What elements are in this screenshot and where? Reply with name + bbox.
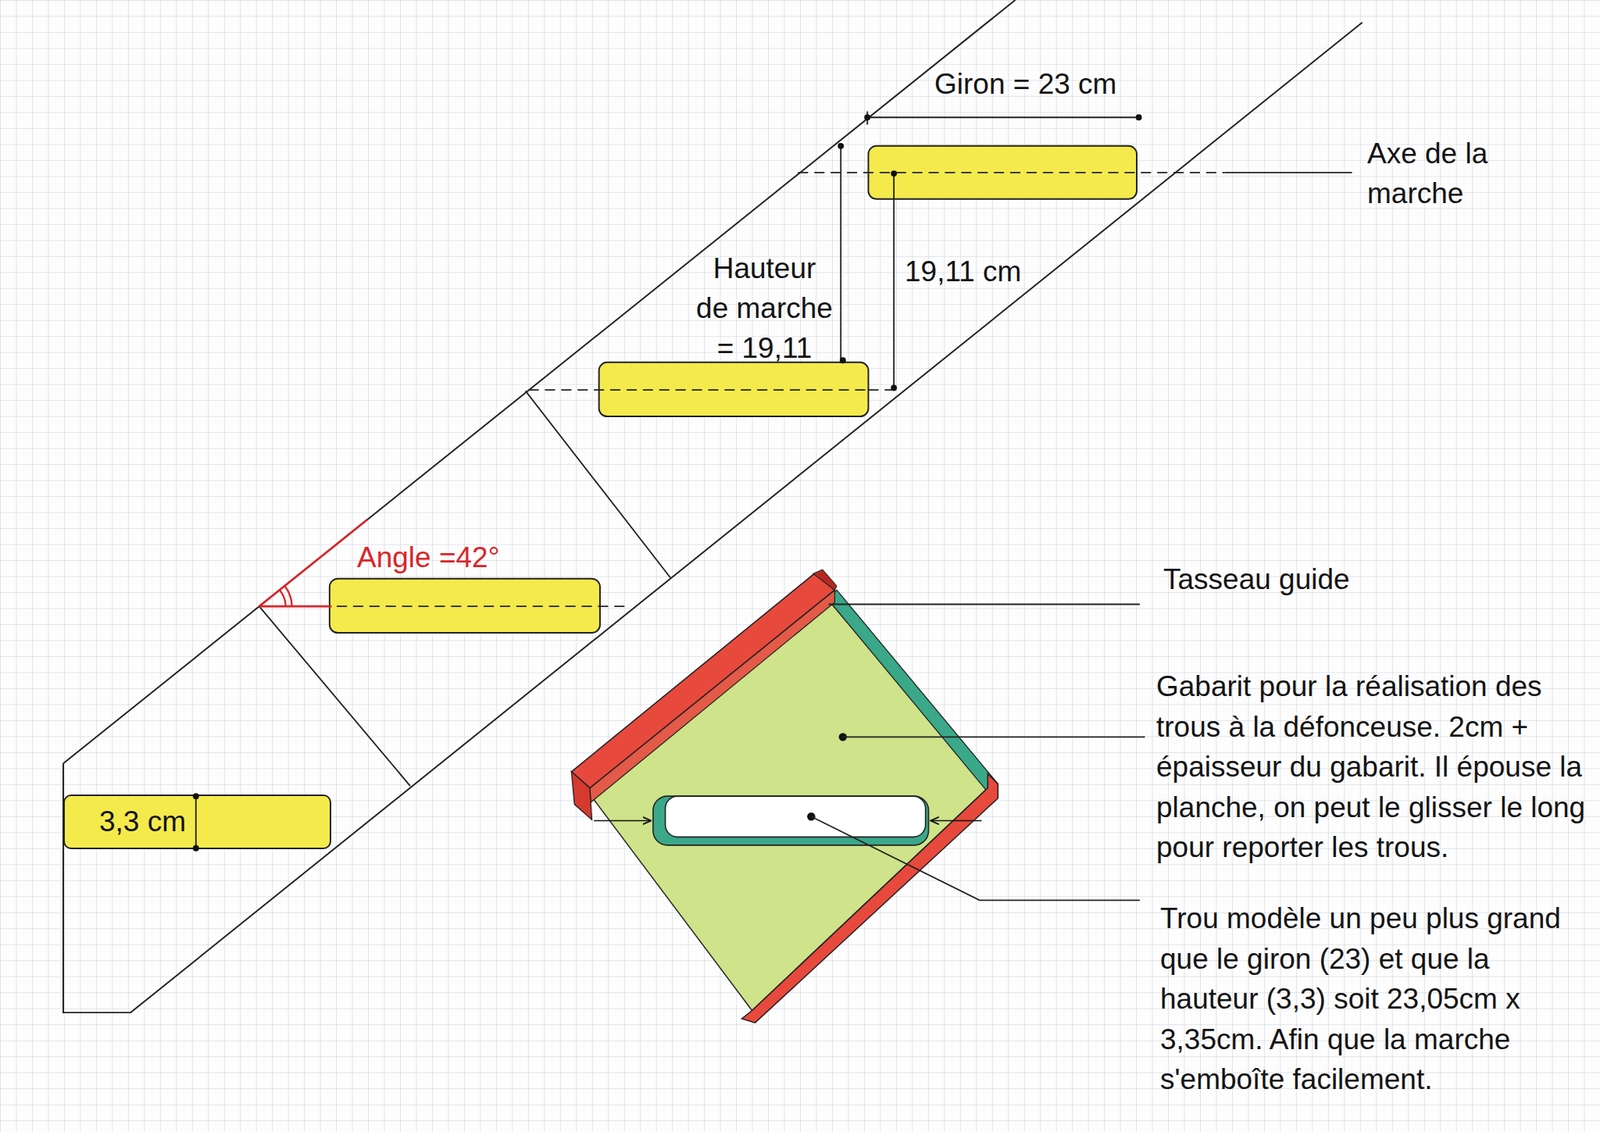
angle-label: Angle =42° <box>357 537 500 578</box>
template-slot <box>665 796 926 837</box>
dimension-label: 3,3 cm <box>99 804 186 840</box>
axis-label: Axe de la marche <box>1367 133 1532 214</box>
dimension-dot <box>864 114 871 121</box>
dimension-dot <box>839 357 847 364</box>
leader-line <box>810 603 1145 900</box>
dimension-line <box>195 796 197 849</box>
dimension-label: 19,11 cm <box>904 251 1022 292</box>
dimension-dot <box>890 170 897 177</box>
dimension-dot <box>192 792 200 800</box>
jig-edge <box>828 589 999 793</box>
guide-batten <box>571 771 592 820</box>
fit-arrow <box>930 820 982 822</box>
guide-batten <box>813 569 837 590</box>
angle-mark <box>259 519 368 607</box>
leader-line <box>1224 171 1352 174</box>
part-label: Tasseau guide <box>1163 559 1350 600</box>
dimension-dot <box>1135 114 1143 121</box>
dimension-dot <box>837 142 844 150</box>
step-tread-box: 3,3 cm <box>63 794 332 850</box>
dimension-label: Giron = 23 cm <box>934 64 1117 104</box>
step-divider <box>259 390 671 786</box>
guide-batten <box>571 573 835 788</box>
note-text: Gabarit pour la réalisation des trous à … <box>1156 666 1596 868</box>
step-axis <box>336 172 1225 607</box>
guide-batten <box>589 589 835 803</box>
fit-arrow <box>593 820 651 822</box>
dimension-line <box>892 172 895 389</box>
dimension-dot <box>192 845 200 852</box>
dimension-label: Hauteur de marche = 19,11 <box>694 248 835 368</box>
dimension-line <box>867 110 1139 125</box>
dimension-line <box>839 145 842 362</box>
template-slot <box>653 796 929 846</box>
note-text: Trou modèle un peu plus grand que le gir… <box>1160 898 1596 1100</box>
dimension-dot <box>890 385 897 392</box>
jig-plate <box>589 600 988 1011</box>
angle-arc <box>279 585 293 607</box>
